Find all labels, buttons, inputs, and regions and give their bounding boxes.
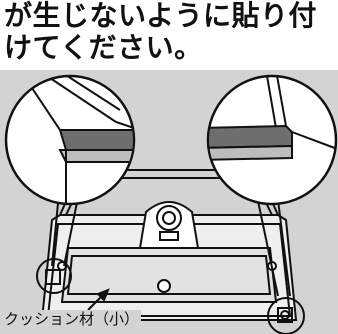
instruction-heading: が生じないように貼り付 けてください。 xyxy=(0,0,338,64)
cushion-placement-illustration xyxy=(4,74,338,334)
corner-detail-right xyxy=(267,297,305,334)
callout-arrow xyxy=(87,288,110,311)
instruction-line-2: けてください。 xyxy=(4,31,203,64)
illustration-panel: クッション材（小） xyxy=(0,70,338,334)
left-detail-circle xyxy=(4,74,136,206)
instruction-line-1: が生じないように貼り付 xyxy=(4,0,317,32)
right-detail-circle xyxy=(206,74,338,206)
corner-detail-left xyxy=(36,258,72,294)
cushion-small-label: クッション材（小） xyxy=(4,310,142,328)
